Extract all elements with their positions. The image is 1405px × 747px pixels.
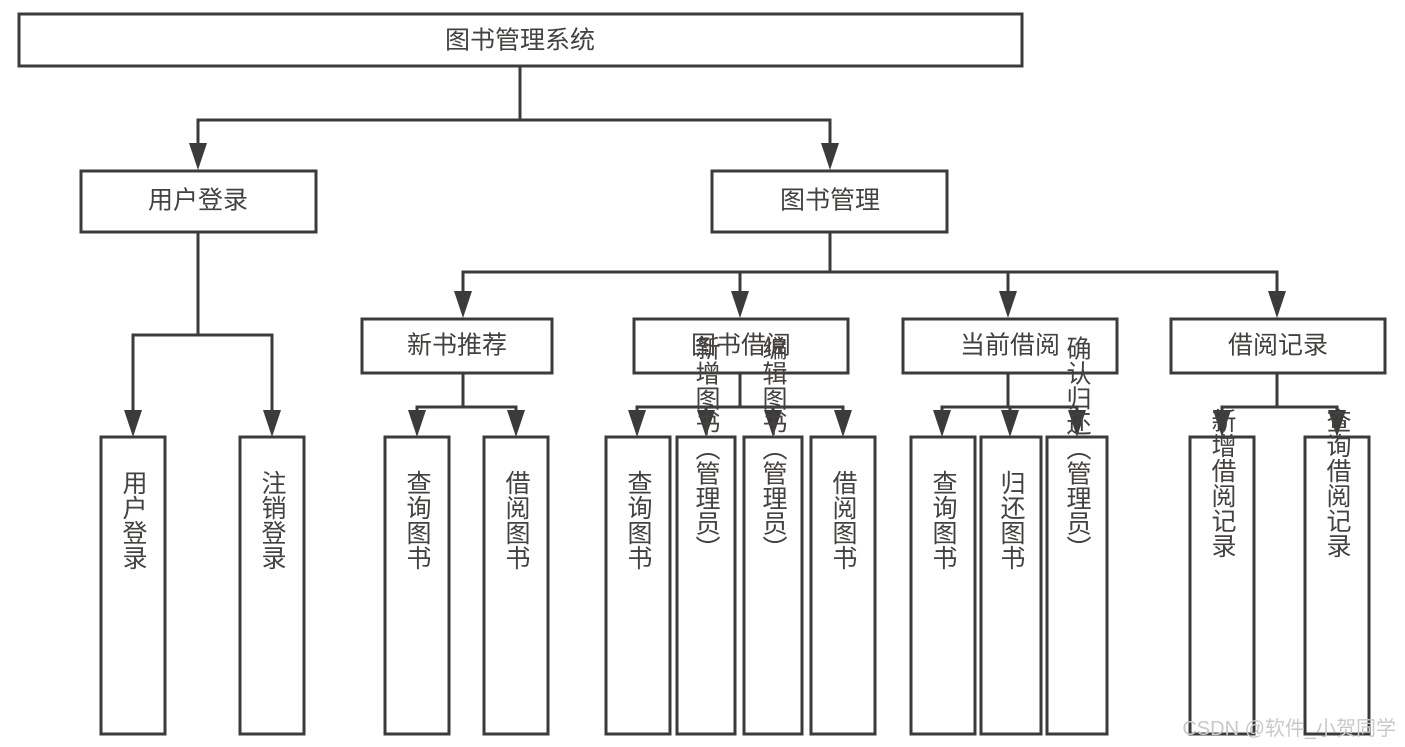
node-leaf-borrow-book-1-box[interactable] — [482, 435, 550, 736]
node-leaf-query-book-3-box[interactable] — [909, 435, 977, 736]
arrow-head-leaf-query-book-1 — [408, 410, 426, 437]
node-user-login[interactable]: 用户登录 — [79, 169, 318, 234]
node-leaf-borrow-book-1-label: 借阅图书 — [502, 470, 531, 570]
arrow-head-leaf-query-book-3 — [933, 410, 951, 437]
node-root[interactable]: 图书管理系统 — [17, 12, 1024, 68]
node-book-management-label: 图书管理 — [780, 187, 880, 215]
node-leaf-add-record-box[interactable] — [1188, 435, 1256, 736]
node-new-book-recommend-box[interactable] — [360, 317, 554, 375]
node-leaf-user-login-label: 用户登录 — [119, 470, 148, 570]
arrow-head-book-management — [821, 143, 839, 170]
node-leaf-query-book-1-label: 查询图书 — [403, 470, 432, 570]
connector-layer — [124, 64, 1346, 437]
node-new-book-recommend-label: 新书推荐 — [407, 332, 507, 360]
node-leaf-return-book-box[interactable] — [979, 435, 1043, 736]
arrow-head-book-borrow — [731, 291, 749, 318]
node-leaf-add-record-label: 新增借阅记录 — [1208, 408, 1237, 558]
arrow-head-leaf-confirm-return — [1068, 410, 1086, 437]
node-leaf-add-book-box[interactable] — [675, 435, 737, 736]
node-leaf-logout-login[interactable]: 注销登录 — [238, 435, 306, 736]
node-leaf-borrow-book-2-label: 借阅图书 — [829, 470, 858, 570]
node-current-borrow-label: 当前借阅 — [960, 332, 1060, 360]
arrow-head-user-login — [189, 143, 207, 170]
node-leaf-borrow-book-1[interactable]: 借阅图书 — [482, 435, 550, 736]
node-leaf-confirm-return-box[interactable] — [1045, 435, 1109, 736]
arrow-head-leaf-logout-login — [263, 410, 281, 437]
arrow-head-leaf-borrow-book-1 — [507, 410, 525, 437]
arrow-head-leaf-return-book — [1001, 410, 1019, 437]
watermark-label: CSDN @软件_小贺同学 — [1182, 717, 1396, 740]
node-book-management-box[interactable] — [710, 169, 949, 234]
node-leaf-query-book-3-label: 查询图书 — [929, 470, 958, 570]
node-book-borrow[interactable]: 图书借阅 — [632, 317, 850, 375]
arrow-head-borrow-record — [1268, 291, 1286, 318]
node-leaf-query-book-1-box[interactable] — [383, 435, 451, 736]
node-leaf-return-book[interactable]: 归还图书 — [979, 435, 1043, 736]
node-leaf-add-record[interactable]: 新增借阅记录 — [1188, 408, 1256, 736]
node-leaf-logout-login-box[interactable] — [238, 435, 306, 736]
node-leaf-query-book-2[interactable]: 查询图书 — [604, 435, 672, 736]
node-book-management[interactable]: 图书管理 — [710, 169, 949, 234]
arrow-head-current-borrow — [999, 291, 1017, 318]
node-leaf-add-book-label: 新增图书（管理员） — [692, 336, 721, 561]
node-leaf-user-login[interactable]: 用户登录 — [99, 435, 167, 736]
node-book-borrow-label: 图书借阅 — [691, 332, 791, 360]
node-leaf-query-book-3[interactable]: 查询图书 — [909, 435, 977, 736]
node-new-book-recommend[interactable]: 新书推荐 — [360, 317, 554, 375]
node-leaf-confirm-return[interactable]: 确认归还（管理员） — [1045, 336, 1109, 736]
node-user-login-box[interactable] — [79, 169, 318, 234]
arrow-head-leaf-borrow-book-2 — [834, 410, 852, 437]
arrow-head-leaf-query-book-2 — [628, 410, 646, 437]
arrow-head-leaf-add-book — [697, 410, 715, 437]
node-leaf-query-record-box[interactable] — [1303, 435, 1371, 736]
node-leaf-edit-book-box[interactable] — [742, 435, 804, 736]
node-current-borrow[interactable]: 当前借阅 — [901, 317, 1119, 375]
node-leaf-edit-book[interactable]: 编辑图书（管理员） — [742, 336, 804, 736]
node-leaf-borrow-book-2[interactable]: 借阅图书 — [809, 435, 877, 736]
node-leaf-query-record[interactable]: 查询借阅记录 — [1303, 408, 1371, 736]
node-leaf-edit-book-label: 编辑图书（管理员） — [759, 336, 788, 561]
arrow-head-leaf-add-record — [1213, 410, 1231, 437]
arrow-head-new-book-recommend — [454, 291, 472, 318]
node-borrow-record[interactable]: 借阅记录 — [1169, 317, 1387, 375]
node-leaf-add-book[interactable]: 新增图书（管理员） — [675, 336, 737, 736]
node-user-login-label: 用户登录 — [148, 187, 248, 215]
node-root-label: 图书管理系统 — [445, 27, 595, 55]
node-borrow-record-box[interactable] — [1169, 317, 1387, 375]
node-book-borrow-box[interactable] — [632, 317, 850, 375]
node-leaf-borrow-book-2-box[interactable] — [809, 435, 877, 736]
node-leaf-logout-login-label: 注销登录 — [258, 470, 287, 570]
node-leaf-confirm-return-label: 确认归还（管理员） — [1063, 336, 1092, 561]
node-current-borrow-box[interactable] — [901, 317, 1119, 375]
node-leaf-user-login-box[interactable] — [99, 435, 167, 736]
node-root-box[interactable] — [17, 12, 1024, 68]
node-leaf-query-book-2-label: 查询图书 — [624, 470, 653, 570]
node-leaf-query-book-1[interactable]: 查询图书 — [383, 435, 451, 736]
node-borrow-record-label: 借阅记录 — [1228, 332, 1328, 360]
node-leaf-query-record-label: 查询借阅记录 — [1323, 408, 1352, 558]
arrow-head-leaf-query-record — [1328, 410, 1346, 437]
node-leaf-query-book-2-box[interactable] — [604, 435, 672, 736]
node-leaf-return-book-label: 归还图书 — [997, 470, 1026, 570]
arrow-head-leaf-user-login — [124, 410, 142, 437]
arrow-head-leaf-edit-book — [764, 410, 782, 437]
